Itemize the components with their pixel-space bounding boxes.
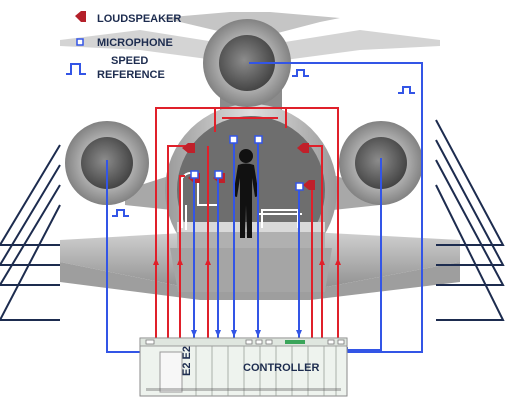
soundwave-left [0, 144, 61, 321]
loudspeaker-icon [75, 11, 86, 22]
legend: LOUDSPEAKER MICROPHONE SPEED REFERENCE [66, 11, 181, 81]
controller-label: CONTROLLER [243, 362, 319, 374]
engine-top [203, 19, 291, 107]
legend-reference-label: REFERENCE [97, 69, 165, 81]
status-led [285, 340, 305, 344]
person-silhouette-icon [233, 149, 259, 238]
microphone-wiring [106, 62, 423, 353]
square-pulse-icon [112, 69, 415, 217]
legend-microphone-label: MICROPHONE [97, 37, 173, 49]
speaker-arrowheads [153, 258, 341, 265]
microphone-icon [76, 38, 84, 46]
microphone-icon [190, 135, 304, 191]
legend-loudspeaker-label: LOUDSPEAKER [97, 13, 181, 25]
controller-unit: E2 E2 CONTROLLER [139, 337, 348, 397]
controller-module-label: E2 E2 [181, 346, 193, 376]
legend-speed-label: SPEED [111, 55, 148, 67]
square-pulse-icon [66, 63, 86, 75]
soundwave-right [435, 119, 505, 321]
